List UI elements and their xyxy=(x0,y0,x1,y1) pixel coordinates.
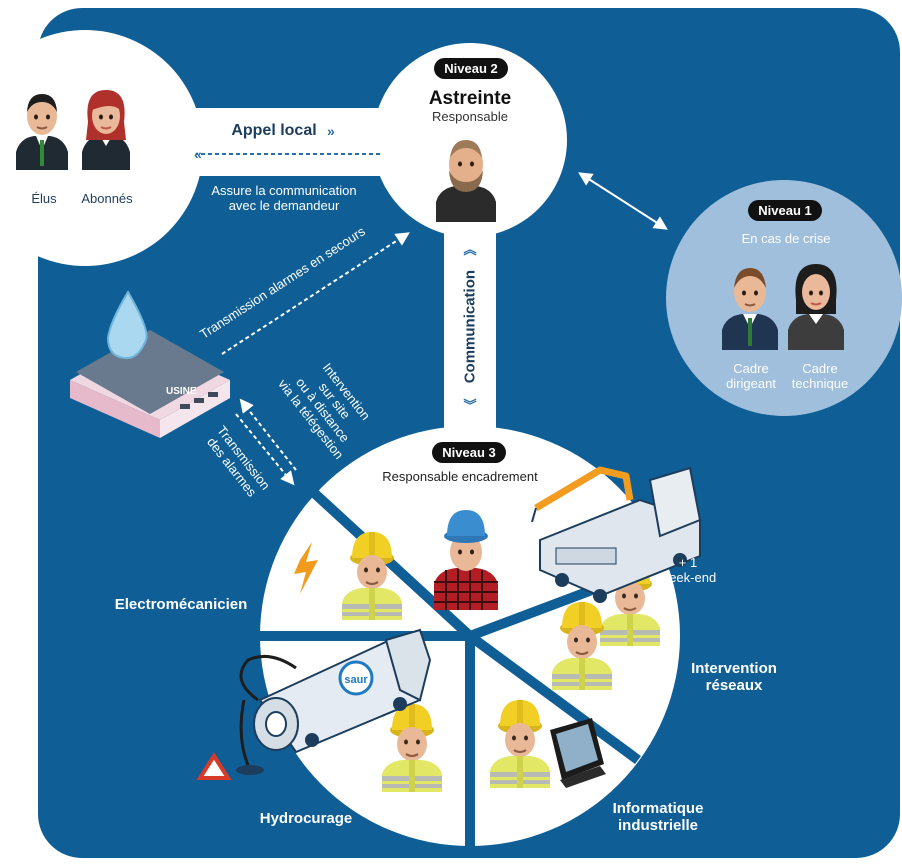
weekend-label: + 1 week-end xyxy=(648,555,728,586)
crane-truck-icon xyxy=(531,466,702,603)
electromecanicien-label: Electromécanicien xyxy=(114,596,248,613)
cadre-dirigeant-line1: Cadre xyxy=(733,361,769,376)
cadre-technique-label: Cadre technique xyxy=(786,361,854,392)
computer-monitor-icon xyxy=(550,718,606,788)
niveau2-subtitle: Responsable xyxy=(432,109,508,124)
assure-line2: avec le demandeur xyxy=(228,197,340,213)
arrow-icon: » xyxy=(327,123,335,139)
reseaux-line2: réseaux xyxy=(705,677,763,695)
communication-label: Communication xyxy=(461,269,479,384)
arrow-icon xyxy=(578,172,668,230)
arrow-icon xyxy=(239,398,297,471)
truck-logo: saur xyxy=(344,674,368,686)
person-icon xyxy=(436,140,496,222)
niveau2-circle xyxy=(373,43,567,237)
informatique-line1: Informatique xyxy=(612,800,704,817)
communication-bar xyxy=(444,228,496,460)
person-icon xyxy=(722,268,778,350)
arrow-icon xyxy=(235,413,295,486)
arrow-icon xyxy=(221,232,410,355)
reseaux-line1: Intervention xyxy=(691,660,777,677)
niveau1-circle xyxy=(666,180,902,416)
assure-label: Assure la communication avec le demandeu… xyxy=(184,183,384,214)
niveau1-subtitle: En cas de crise xyxy=(741,231,831,246)
water-drop-icon xyxy=(106,290,148,360)
niveau3-subtitle: Responsable encadrement xyxy=(382,469,538,484)
niveau2-badge: Niveau 2 xyxy=(434,58,508,79)
cadre-dirigeant-line2: dirigeant xyxy=(726,375,776,391)
person-icon xyxy=(788,264,844,350)
warning-triangle-icon xyxy=(196,752,232,780)
cadre-technique-line2: technique xyxy=(791,375,849,391)
abonnes-label: Abonnés xyxy=(81,191,133,206)
person-icon xyxy=(434,510,498,610)
cadre-technique-line1: Cadre xyxy=(802,361,838,376)
weekend-line1: + 1 xyxy=(678,555,698,570)
appel-local-label: Appel local xyxy=(231,122,317,139)
weekend-line2: week-end xyxy=(659,569,717,585)
niveau3-badge: Niveau 3 xyxy=(432,442,506,463)
intervention-reseaux-label: Intervention réseaux xyxy=(674,660,794,695)
factory-label: USINE xyxy=(166,386,197,397)
arrow-icon: ︾ xyxy=(463,398,476,413)
elus-label: Élus xyxy=(31,191,57,206)
person-icon xyxy=(16,94,68,170)
person-icon xyxy=(82,90,130,170)
arrow-icon: ︽ xyxy=(463,242,476,257)
niveau1-badge: Niveau 1 xyxy=(748,200,822,221)
appel-band xyxy=(110,108,410,176)
niveau2-title: Astreinte xyxy=(428,88,512,109)
lightning-icon xyxy=(294,542,318,594)
arrow-icon: « xyxy=(194,146,202,162)
informatique-label: Informatique industrielle xyxy=(588,800,728,835)
tanker-truck-icon: saur xyxy=(236,628,432,775)
assure-line1: Assure la communication xyxy=(211,183,357,198)
hydrocurage-label: Hydrocurage xyxy=(259,810,353,827)
cadre-dirigeant-label: Cadre dirigeant xyxy=(718,361,784,392)
informatique-line2: industrielle xyxy=(617,817,699,835)
